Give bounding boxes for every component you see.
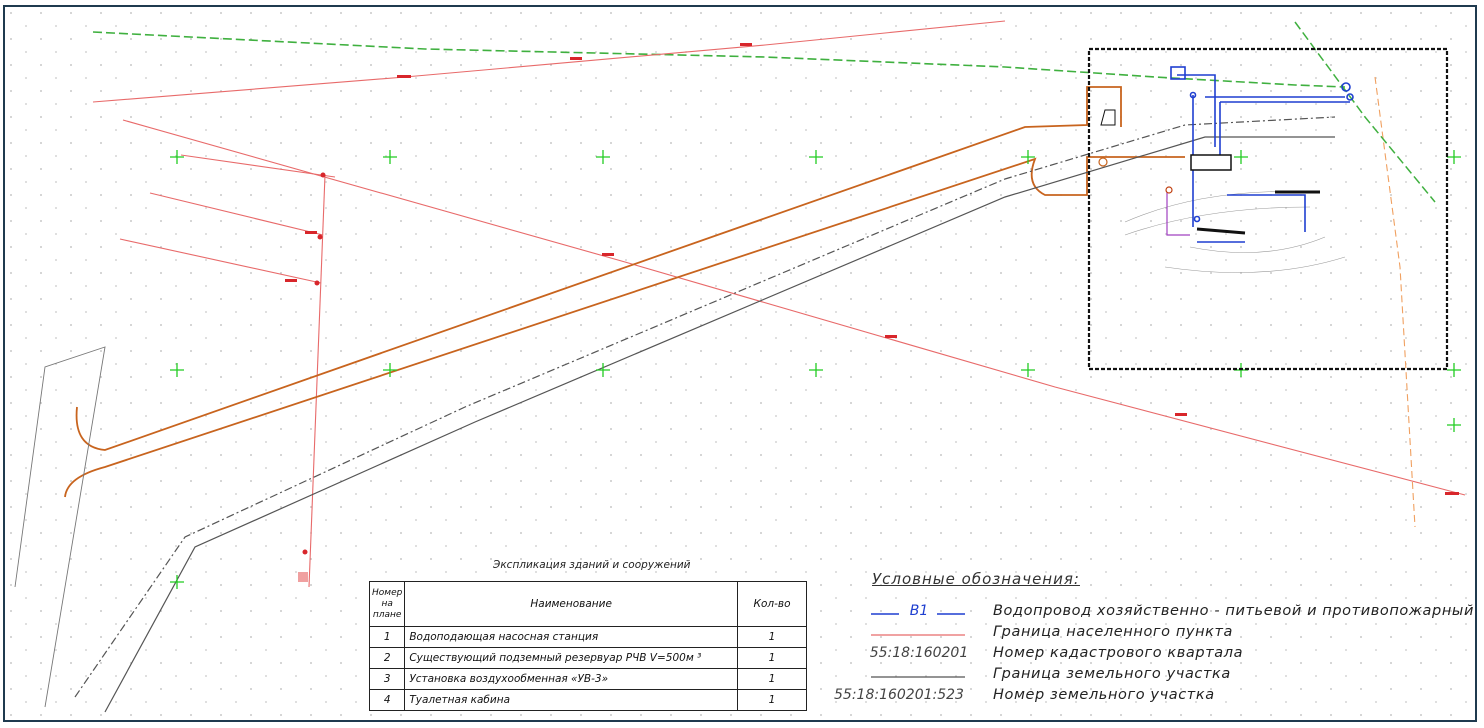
building-equipment: [1098, 109, 1320, 236]
explication-header-row: Номер на плане Наименование Кол-во: [368, 581, 807, 627]
table-row: 3 Установка воздухообменная «УВ-3» 1: [368, 668, 807, 690]
row-count: 1: [737, 668, 807, 690]
cadastral-quarter-symbol: 55:18:160201: [869, 645, 969, 661]
header-name: Наименование: [404, 581, 738, 627]
gas-pipeline: [92, 31, 1346, 88]
row-count: 1: [737, 689, 807, 711]
parcel-borders: [14, 116, 1336, 713]
row-count: 1: [737, 647, 807, 669]
site-parcel-boundary: [1087, 47, 1449, 371]
row-number: 1: [368, 626, 406, 648]
row-count: 1: [737, 626, 807, 648]
orange-dashed-line: [1374, 76, 1416, 528]
legend-text: Граница земельного участка: [993, 666, 1231, 682]
explication-table: Номер на плане Наименование Кол-во 1 Вод…: [368, 581, 807, 711]
water-main-network: [1170, 66, 1354, 243]
parcel-number-symbol: 55:18:160201:523: [834, 687, 964, 703]
settlement-borders: [92, 20, 1466, 588]
table-row: 1 Водоподающая насосная станция 1: [368, 626, 807, 648]
settlement-border-swatch: [871, 634, 965, 636]
table-row: 4 Туалетная кабина 1: [368, 689, 807, 711]
drawing-frame: Экспликация зданий и сооружений Номер на…: [3, 5, 1477, 722]
legend-text: Номер кадастрового квартала: [993, 645, 1244, 661]
legend-title: Условные обозначения:: [872, 570, 1080, 588]
legend-text: Номер земельного участка: [993, 687, 1215, 703]
header-number: Номер на плане: [368, 581, 406, 627]
green-diagonal-line: [1294, 21, 1436, 203]
water-main-symbol: В1: [909, 603, 929, 619]
row-number: 4: [368, 689, 406, 711]
line-markers: [285, 43, 1459, 582]
table-row: 2 Существующий подземный резервуар РЧВ V…: [368, 647, 807, 669]
road-outline: [64, 86, 1185, 498]
row-name: Водоподающая насосная станция: [404, 626, 738, 648]
row-number: 3: [368, 668, 406, 690]
row-name: Существующий подземный резервуар РЧВ V=5…: [404, 647, 738, 669]
row-number: 2: [368, 647, 406, 669]
legend-text: Водопровод хозяйственно - питьевой и про…: [993, 603, 1474, 619]
row-name: Туалетная кабина: [404, 689, 738, 711]
legend-text: Граница населенного пункта: [993, 624, 1234, 640]
explication-title: Экспликация зданий и сооружений: [493, 559, 691, 571]
row-name: Установка воздухообменная «УВ-3»: [404, 668, 738, 690]
water-main-swatch: [871, 613, 965, 615]
header-count: Кол-во: [737, 581, 807, 627]
parcel-border-swatch: [871, 676, 965, 678]
